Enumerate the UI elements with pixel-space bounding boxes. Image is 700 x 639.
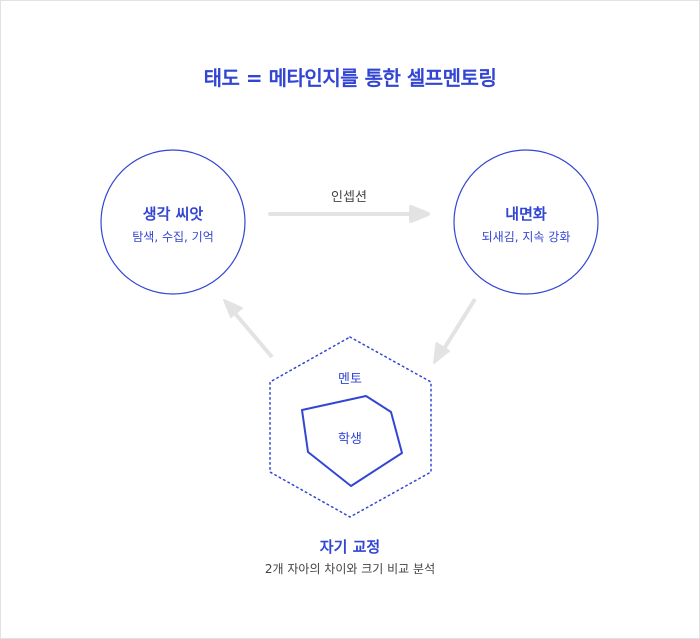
- seed-node-subtitle: 탐색, 수집, 기억: [132, 230, 214, 244]
- page-title: 태도 = 메타인지를 통한 셀프멘토링: [203, 66, 497, 90]
- arrow-correction-to-seed: [231, 309, 274, 359]
- seed-node-title: 생각 씨앗: [142, 205, 204, 223]
- arrow-seed-to-internalize: [268, 205, 430, 223]
- mentor-label: 멘토: [338, 372, 362, 387]
- mentor-hexagon: [269, 336, 432, 518]
- internalize-circle: [453, 149, 599, 295]
- arrow-internalize-to-correction: [440, 297, 477, 354]
- internalize-node-title: 내면화: [505, 205, 547, 223]
- self-correction-subtitle: 2개 자아의 차이와 크기 비교 분석: [264, 562, 436, 576]
- student-label: 학생: [338, 432, 362, 447]
- internalize-node-subtitle: 되새김, 지속 강화: [481, 230, 571, 244]
- self-correction-title: 자기 교정: [319, 538, 381, 556]
- student-polygon: [301, 395, 403, 487]
- flow-arrows: [223, 205, 477, 364]
- inception-label: 인셉션: [331, 190, 367, 205]
- arrow-correction-to-seed-head: [223, 299, 243, 318]
- arrow-internalize-to-correction-head: [433, 342, 450, 364]
- seed-circle: [100, 149, 246, 295]
